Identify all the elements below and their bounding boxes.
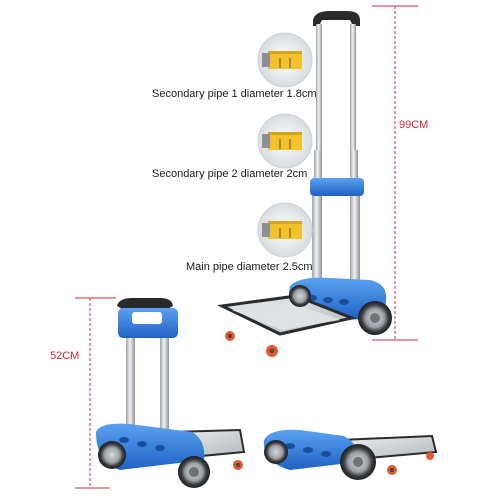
- main-pipe-label: Main pipe diameter 2.5cm: [186, 261, 313, 273]
- rear-wheel: [289, 285, 311, 307]
- secondary-pipe-2-right: [350, 150, 358, 185]
- secondary-pipe-1-right: [350, 24, 356, 154]
- dimension-line-52cm: [75, 297, 116, 489]
- secondary-pipe-2-label: Secondary pipe 2 diameter 2cm: [152, 168, 308, 180]
- tape-measure-1: [257, 32, 313, 88]
- tape-measure-2: [257, 113, 313, 169]
- secondary-pipe-1-label: Secondary pipe 1 diameter 1.8cm: [152, 88, 317, 100]
- tape-measure-3: [257, 202, 313, 258]
- secondary-pipe-1-left: [316, 24, 322, 154]
- extended-height-label: 99CM: [399, 119, 429, 131]
- folded-pipe-left: [126, 338, 135, 438]
- secondary-pipe-2-left: [314, 150, 322, 185]
- main-pipe-left: [312, 196, 322, 286]
- dimension-line-99cm: [372, 5, 418, 341]
- flat-folded-trolley: [263, 429, 438, 480]
- main-pipe-right: [350, 196, 360, 286]
- folded-height-label: 52CM: [50, 350, 80, 362]
- extended-trolley: [216, 11, 392, 357]
- folded-trolley: [96, 298, 246, 488]
- folded-pipe-right: [160, 338, 169, 438]
- blue-collar: [310, 178, 364, 196]
- handle-grip: [313, 11, 360, 26]
- folded-handle-grip: [117, 298, 173, 310]
